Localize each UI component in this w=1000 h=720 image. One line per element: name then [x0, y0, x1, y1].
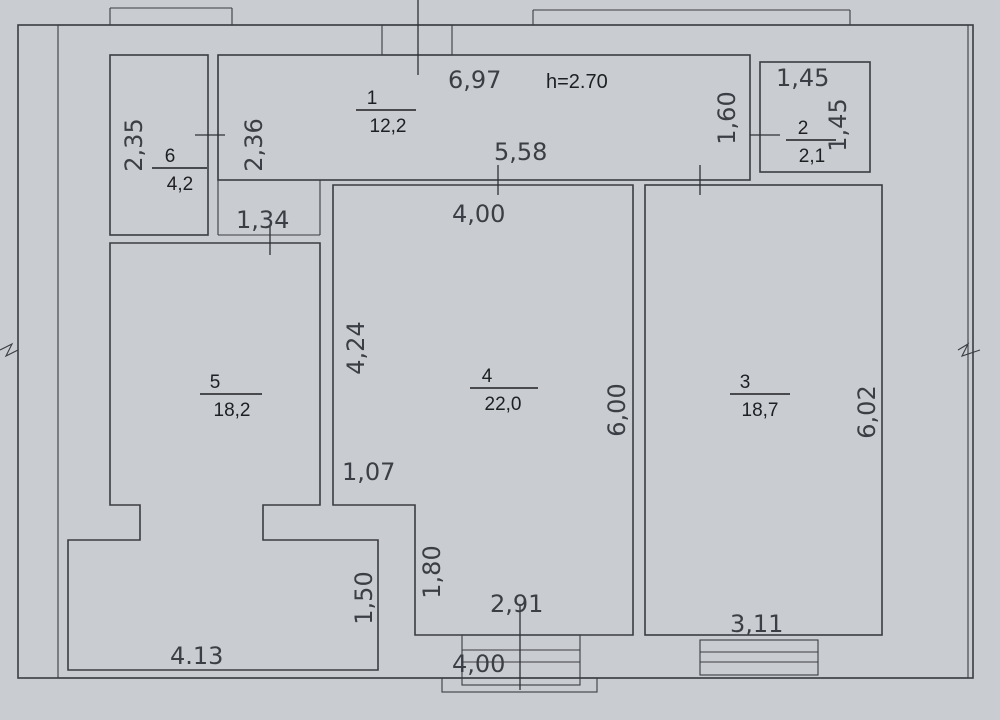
ceiling-height: h=2.70 — [546, 71, 608, 93]
room-6-closet — [109, 54, 209, 236]
dim-balcony-height: 1,50 — [350, 571, 378, 624]
room-2-number: 2 — [798, 118, 809, 139]
dim-room4-left: 4,24 — [342, 321, 370, 374]
dim-bath-height: 1,45 — [824, 98, 852, 151]
dimension-ticks — [195, 0, 780, 690]
room-3-area: 18,7 — [742, 400, 779, 421]
dim-passage-width: 1,34 — [236, 206, 289, 234]
room-5-number: 5 — [210, 372, 221, 393]
dim-room4-bottom: 2,91 — [490, 590, 543, 618]
dim-bath-width: 1,45 — [776, 64, 829, 92]
room-2-area: 2,1 — [799, 146, 825, 167]
room-4 — [332, 184, 634, 636]
dim-room4-right: 6,00 — [603, 383, 631, 436]
dim-room3-right: 6,02 — [853, 385, 881, 438]
room-5-area: 18,2 — [214, 400, 251, 421]
dimension-labels: 6,97 5,58 1,45 1,45 1,60 2,35 2,36 1,34 … — [120, 64, 881, 678]
dim-balcony-width: 4.13 — [170, 642, 223, 670]
room-5 — [67, 242, 379, 671]
room-2-bath — [759, 61, 871, 173]
dim-room4-lower-left: 1,80 — [418, 545, 446, 598]
room-6-area: 4,2 — [167, 174, 193, 195]
room-1-number: 1 — [367, 88, 378, 109]
dim-bath-side: 1,60 — [713, 91, 741, 144]
dim-room4-notch: 1,07 — [342, 458, 395, 486]
dim-closet-height-right: 2,36 — [240, 118, 268, 171]
dim-corridor-inner: 5,58 — [494, 138, 547, 166]
room-6-number: 6 — [165, 146, 176, 167]
window-bottom-center — [441, 634, 598, 693]
dim-balcony-bottom: 4,00 — [452, 650, 505, 678]
room-3-number: 3 — [740, 372, 751, 393]
room-4-area: 22,0 — [485, 394, 522, 415]
room-4-number: 4 — [482, 366, 493, 387]
window-bottom-right — [699, 639, 819, 676]
room-1-corridor — [217, 24, 751, 236]
dim-closet-height-left: 2,35 — [120, 118, 148, 171]
dim-corridor-length: 6,97 — [448, 66, 501, 94]
room-3 — [644, 184, 883, 636]
room-labels: 1 12,2 2 2,1 3 18,7 4 22,0 5 18,2 6 4,2 … — [152, 71, 836, 421]
room-1-area: 12,2 — [370, 116, 407, 137]
dim-room3-bottom: 3,11 — [730, 610, 783, 638]
dim-room4-top: 4,00 — [452, 200, 505, 228]
